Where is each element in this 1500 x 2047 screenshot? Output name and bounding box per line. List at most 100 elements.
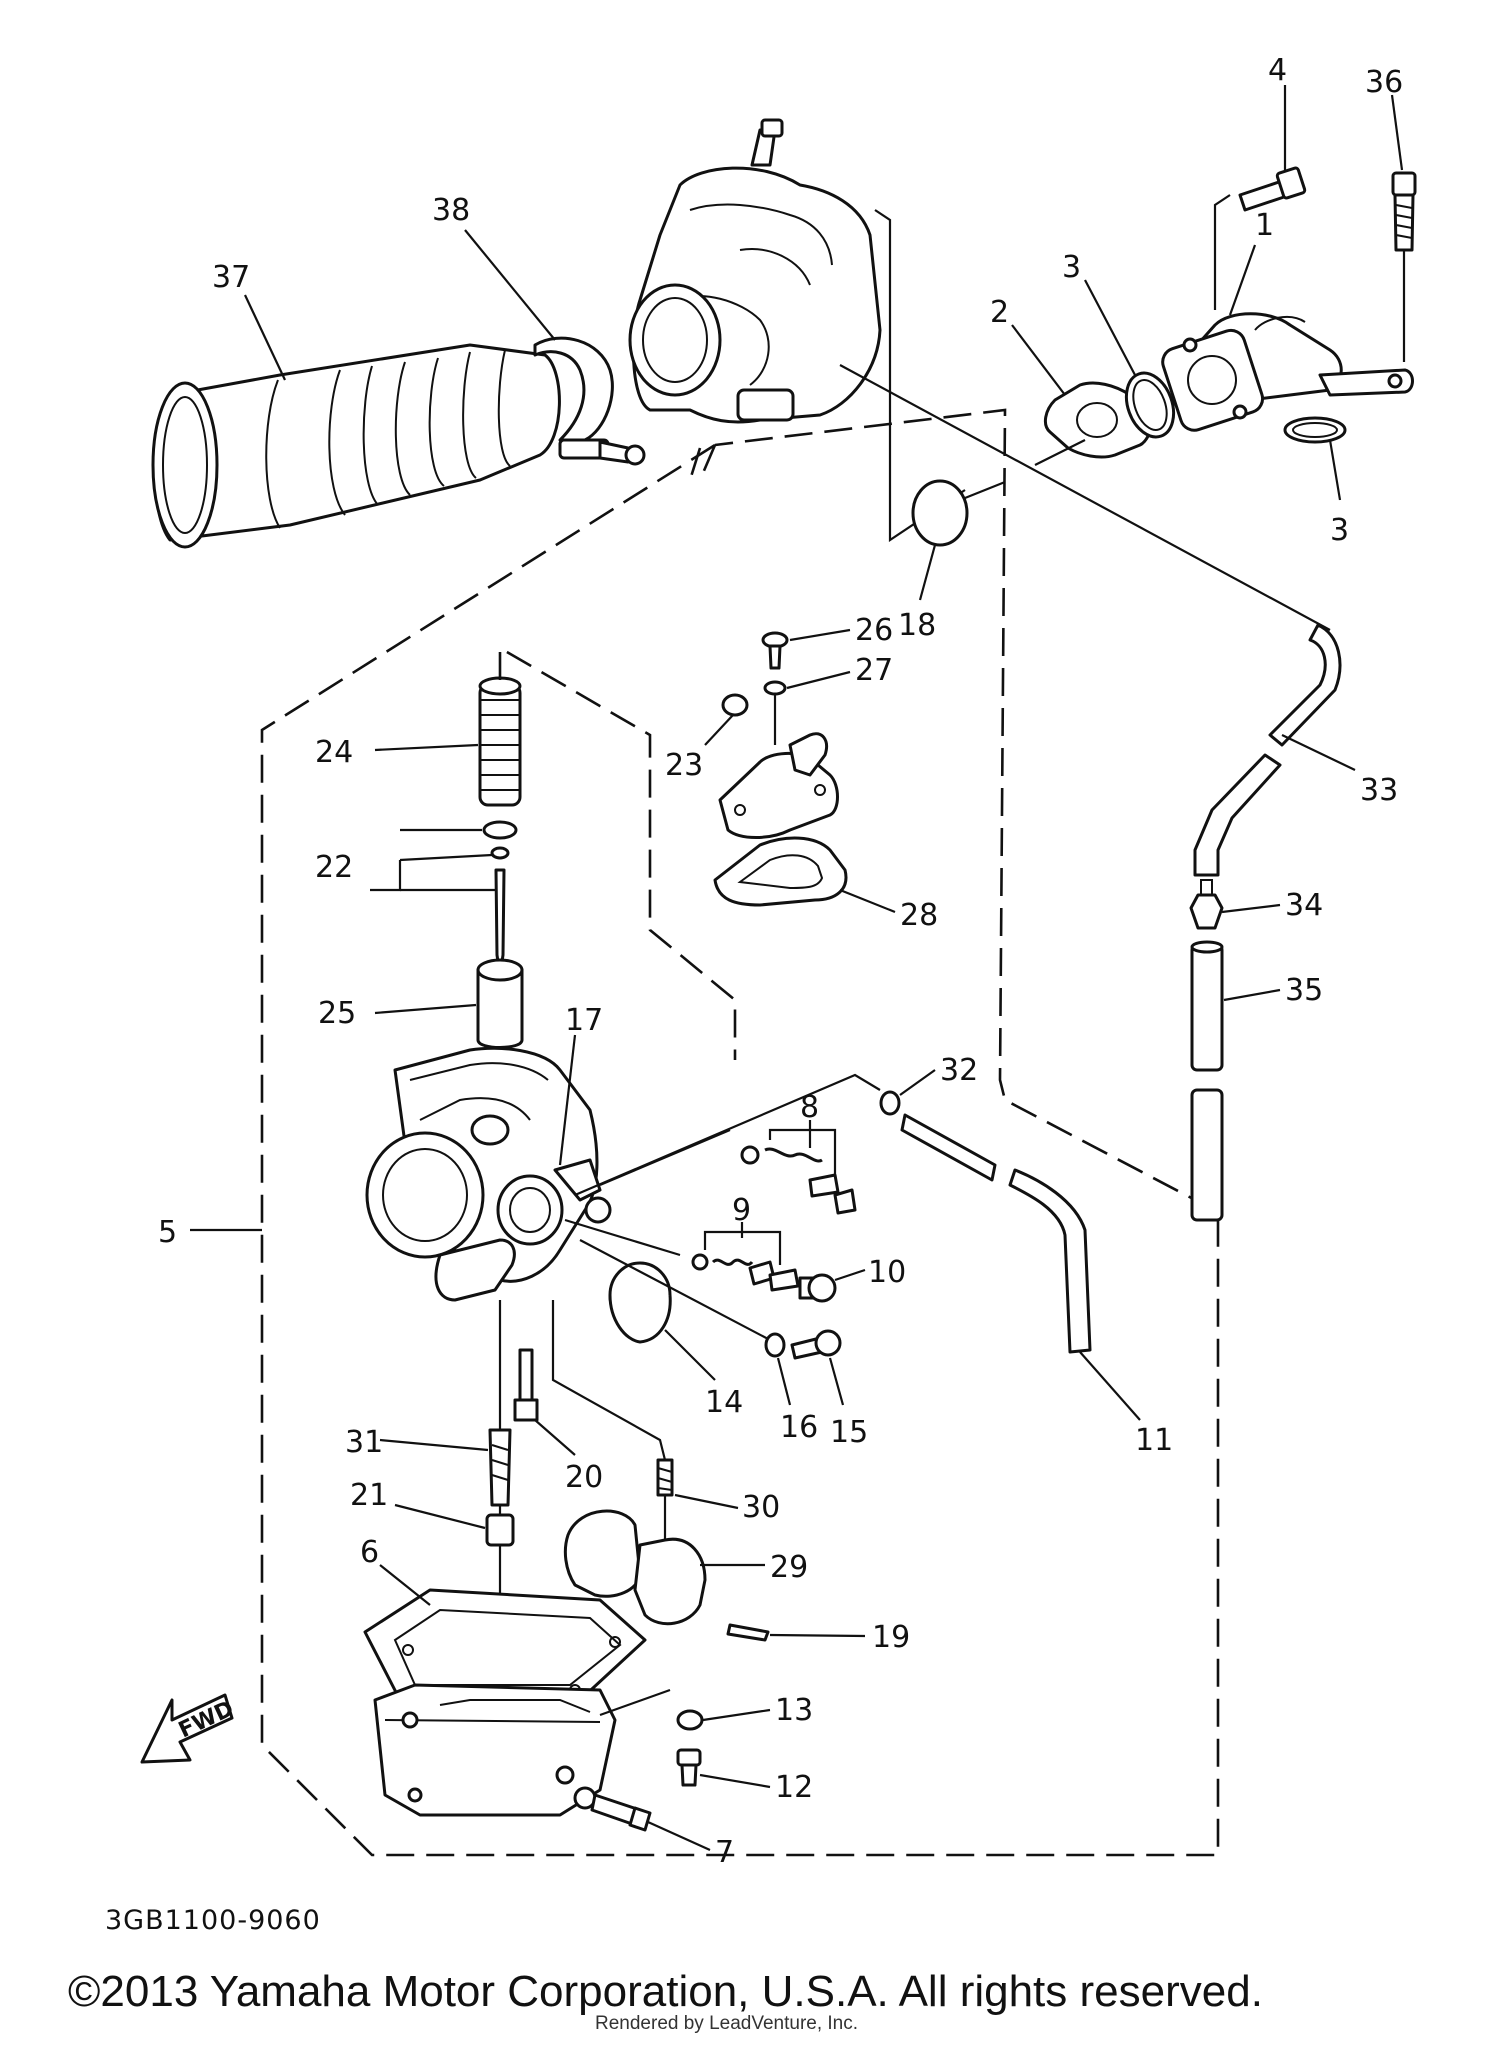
leader-37	[244, 294, 286, 381]
leader-24	[374, 743, 479, 752]
main-jet-31	[488, 1428, 512, 1507]
leader-13	[702, 1708, 771, 1722]
callout-12: 12	[775, 1770, 813, 1805]
callout-19: 19	[872, 1620, 910, 1655]
callout-33: 33	[1360, 773, 1398, 808]
clip-32	[879, 1090, 901, 1116]
callout-25: 25	[318, 996, 356, 1031]
callout-27: 27	[855, 653, 893, 688]
carburetor-assembly-outline	[260, 408, 1220, 1857]
leader-26	[789, 628, 851, 642]
callout-30: 30	[742, 1490, 780, 1525]
callout-7: 7	[715, 1835, 734, 1870]
manifold-bolt-36	[1391, 171, 1417, 252]
callout-4: 4	[1268, 53, 1287, 88]
jet-holder-21	[485, 1513, 515, 1547]
callout-31: 31	[345, 1425, 383, 1460]
gasket-line	[1034, 439, 1086, 466]
o-ring-13	[676, 1709, 704, 1731]
float-chamber-gasket-6	[363, 1588, 647, 1702]
callout-38: 38	[432, 193, 470, 228]
screw-15	[790, 1329, 842, 1360]
spring-seat	[482, 820, 518, 840]
vent-hose-33	[1193, 623, 1342, 877]
hose-11	[900, 1113, 1092, 1354]
copyright-notice: ©2013 Yamaha Motor Corporation, U.S.A. A…	[68, 1967, 1263, 2016]
callout-3-lower: 3	[1330, 513, 1349, 548]
carburetor-body	[365, 1046, 612, 1302]
hose-35	[1190, 940, 1224, 1072]
leader-22b	[399, 853, 493, 862]
callout-5: 5	[158, 1215, 177, 1250]
callout-23: 23	[665, 748, 703, 783]
float-pin-route	[551, 1300, 667, 1461]
diaphragm-line	[964, 480, 1006, 500]
outline-tick	[688, 447, 702, 481]
callout-32: 32	[940, 1053, 978, 1088]
callout-21: 21	[350, 1478, 388, 1513]
float-29	[563, 1509, 707, 1626]
callout-35: 35	[1285, 973, 1323, 1008]
leader-27	[786, 670, 851, 690]
spring-assembly-dash	[498, 645, 737, 1060]
callout-16: 16	[780, 1410, 818, 1445]
bowl-line	[599, 1688, 671, 1717]
leader-35	[1223, 988, 1281, 1002]
air-intake-boot	[151, 343, 561, 549]
needle-clip	[490, 846, 510, 860]
washer-27	[763, 680, 787, 696]
callout-18: 18	[898, 608, 936, 643]
gasket-2	[1043, 381, 1153, 459]
callout-29: 29	[770, 1550, 808, 1585]
diaphragm-18	[911, 479, 969, 547]
carb-top-cover	[718, 732, 839, 839]
leader-20	[534, 1419, 576, 1456]
callout-9: 9	[732, 1193, 751, 1228]
throttle-spring	[478, 676, 522, 807]
callout-1: 1	[1255, 208, 1274, 243]
callout-24: 24	[315, 735, 353, 770]
callout-20: 20	[565, 1460, 603, 1495]
leader-33	[1281, 734, 1356, 771]
callout-6: 6	[360, 1535, 379, 1570]
gasket-28	[713, 836, 848, 907]
cap-23	[721, 693, 749, 717]
callout-34: 34	[1285, 888, 1323, 923]
screw-26	[761, 631, 789, 670]
leader-34	[1221, 903, 1281, 914]
callout-8: 8	[800, 1090, 819, 1125]
leader-23	[704, 714, 734, 746]
leader-31	[379, 1438, 489, 1452]
float-chamber-bowl	[373, 1683, 617, 1817]
needle-jet-20	[513, 1348, 539, 1422]
callout-22: 22	[315, 850, 353, 885]
callout-13: 13	[775, 1693, 813, 1728]
callout-11: 11	[1135, 1423, 1173, 1458]
throttle-valve-25	[476, 958, 524, 1049]
drain-bolt-7	[573, 1786, 652, 1832]
leader-12	[699, 1773, 771, 1789]
callout-26: 26	[855, 613, 893, 648]
callout-2: 2	[990, 295, 1009, 330]
leader-3b	[1328, 439, 1342, 501]
throttle-stop-screw-set	[740, 1145, 857, 1215]
leader-21	[394, 1503, 486, 1530]
diagram-code: 3GB1100-9060	[105, 1905, 321, 1936]
hose-35-lower	[1190, 1088, 1224, 1222]
float-pin-19	[726, 1623, 770, 1642]
ring-16	[764, 1332, 786, 1358]
leader-17	[558, 1034, 577, 1166]
callout-28: 28	[900, 898, 938, 933]
drain-screw-12	[676, 1748, 702, 1787]
gasket-28-inner	[737, 854, 824, 890]
o-ring-3-upper	[1124, 371, 1176, 439]
rendered-by-credit: Rendered by LeadVenture, Inc.	[595, 2013, 859, 2034]
callout-37: 37	[212, 260, 250, 295]
carburetor-housing	[628, 118, 882, 424]
leader-6	[379, 1564, 431, 1606]
callout-17: 17	[565, 1003, 603, 1038]
pilot-air-screw-set	[691, 1253, 800, 1292]
leader-10	[834, 1268, 866, 1282]
hose-clamp	[533, 336, 646, 466]
housing-dash	[698, 444, 717, 481]
